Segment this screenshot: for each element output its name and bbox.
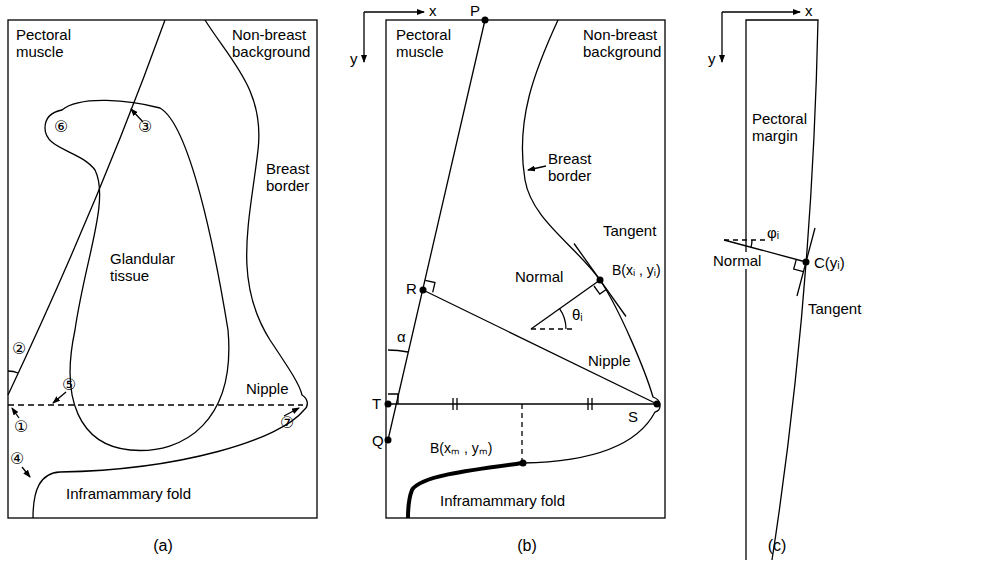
rs-line	[423, 290, 657, 404]
callout-number: ②	[12, 340, 26, 358]
point	[482, 17, 489, 24]
line-label: Normal	[712, 252, 762, 269]
axis-label: y	[708, 50, 716, 67]
point-label: B(xᵢ , yᵢ)	[612, 262, 661, 278]
point-label: S	[628, 408, 638, 425]
breast-border	[522, 20, 660, 463]
angle-arc	[751, 240, 752, 247]
region-label: Non-breast background	[583, 26, 667, 61]
region-label: Breast border	[266, 160, 328, 195]
region-label: Breast border	[548, 150, 610, 185]
dashed-line	[531, 328, 575, 329]
point-label: B(xₘ , yₘ)	[430, 440, 492, 456]
angle-arc	[560, 309, 567, 329]
point-label: C(yᵢ)	[814, 254, 845, 271]
line-label: Normal	[515, 268, 563, 285]
angle-arc	[388, 350, 408, 352]
tangent-line	[574, 244, 626, 317]
angle-label: θᵢ	[572, 306, 583, 323]
panel-frame	[746, 20, 818, 560]
callout-number: ⑦	[280, 414, 294, 432]
callout-number: ①	[14, 418, 28, 436]
angle-label: φᵢ	[767, 224, 779, 241]
pectoral-line	[8, 20, 165, 395]
callout-arrow	[12, 408, 19, 418]
region-label: Glandular tissue	[110, 250, 190, 285]
dashed-line	[521, 404, 522, 462]
leader-arrow	[528, 166, 546, 170]
region-label: Pectoral muscle	[16, 26, 94, 61]
right-angle-mark	[794, 259, 804, 271]
callout-number: ④	[10, 450, 24, 468]
line-label: Tangent	[603, 222, 656, 239]
region-label: Nipple	[246, 380, 289, 397]
angle-arc	[8, 371, 18, 373]
panel-caption: (a)	[153, 537, 173, 555]
x-axis	[722, 11, 800, 12]
point-label: T	[372, 395, 381, 412]
angle-label: α	[397, 328, 406, 345]
point-label: Q	[372, 432, 384, 449]
panel-caption: (b)	[517, 537, 537, 555]
region-label: Inframammary fold	[440, 492, 565, 509]
callout-number: ⑥	[54, 118, 68, 136]
panel-frame	[8, 20, 317, 518]
callout-number: ③	[138, 118, 152, 136]
region-label: Pectoral muscle	[396, 26, 474, 61]
region-label: Pectoral margin	[752, 110, 814, 145]
inframammary-fold	[408, 463, 523, 518]
panel-caption: (c)	[768, 537, 787, 555]
region-label: Non-breast background	[232, 26, 316, 61]
right-angle-mark	[594, 286, 606, 294]
y-axis	[363, 12, 364, 62]
dashed-line	[724, 239, 765, 240]
pectoral-line	[388, 20, 485, 440]
y-axis	[721, 12, 722, 62]
breast-border	[33, 20, 307, 518]
callout-arrow	[22, 467, 30, 477]
callout-number: ⑤	[62, 376, 76, 394]
x-axis	[364, 11, 424, 12]
axis-label: x	[805, 2, 813, 19]
point-label: R	[406, 280, 417, 297]
panel-frame	[386, 20, 665, 518]
right-angle-mark	[425, 280, 435, 292]
region-label: Nipple	[588, 352, 631, 369]
point	[385, 401, 392, 408]
point	[597, 277, 604, 284]
dashed-line	[8, 404, 303, 405]
axis-label: x	[429, 2, 437, 19]
line-label: Tangent	[808, 300, 861, 317]
point	[420, 287, 427, 294]
point	[654, 401, 661, 408]
region-label: Inframammary fold	[66, 485, 191, 502]
point-label: P	[470, 2, 480, 19]
axis-label: y	[350, 50, 358, 67]
point	[385, 437, 392, 444]
point	[520, 460, 527, 467]
normal-line	[531, 280, 600, 329]
glandular-outline	[45, 100, 229, 450]
